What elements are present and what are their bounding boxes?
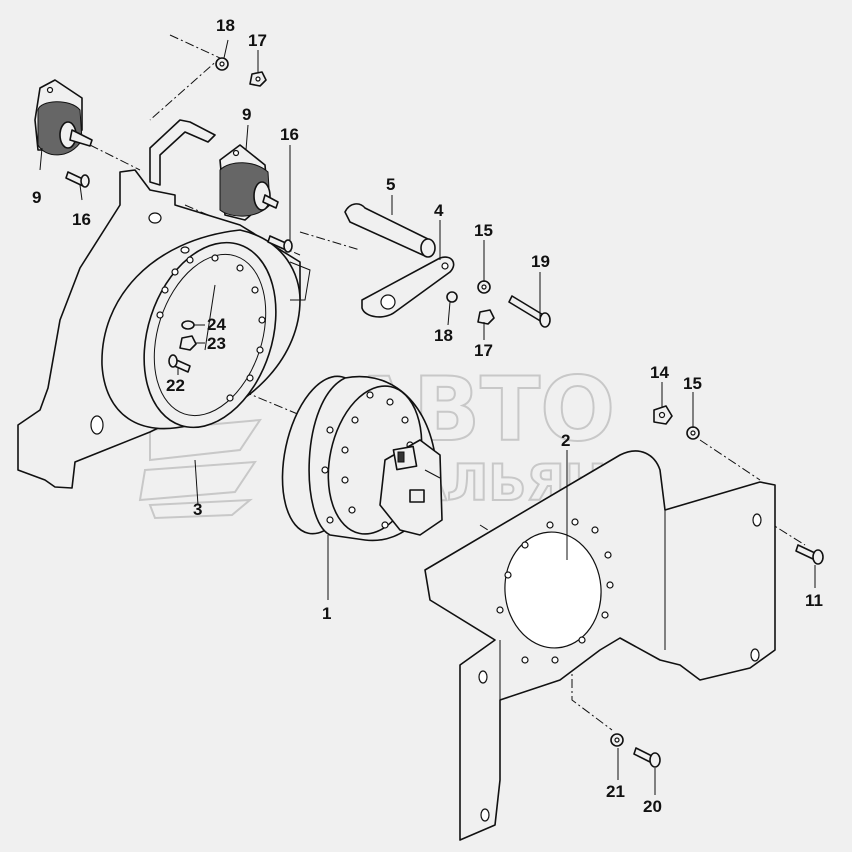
nut-14	[653, 405, 673, 425]
washer-24	[181, 320, 195, 330]
bolt-11	[795, 544, 824, 565]
nut-23	[179, 335, 197, 351]
callout-23: 23	[207, 334, 226, 353]
part-3-mounting-plate	[17, 169, 311, 489]
part-4-link-plate	[361, 256, 455, 318]
part-9-rubber-mount-left	[34, 79, 93, 156]
callout-labels: 18 17 9 16 9 16 5 4 15 19 18 17 24 23 22…	[32, 16, 823, 816]
watermark-logo-icon	[138, 418, 262, 520]
washer-15-mid	[477, 280, 491, 294]
plate-bolt-holes	[156, 254, 266, 402]
callout-3: 3	[193, 500, 202, 519]
callout-5: 5	[386, 175, 395, 194]
bolt-20	[633, 747, 661, 768]
callout-15-right: 15	[683, 374, 702, 393]
callout-21: 21	[606, 782, 625, 801]
callout-16-left: 16	[72, 210, 91, 229]
bolt-19	[508, 295, 551, 328]
part-9-rubber-mount-right	[219, 144, 279, 221]
part-1-drive-motor	[281, 375, 443, 542]
leader-lines	[39, 39, 816, 795]
callout-17-top: 17	[248, 31, 267, 50]
bolt-16-right	[267, 235, 293, 253]
bolt-22	[168, 354, 191, 373]
callout-9-right: 9	[242, 105, 251, 124]
part-5-pin	[344, 203, 436, 258]
callout-9-left: 9	[32, 188, 41, 207]
bracket-bolt-circle	[496, 518, 614, 664]
part-2-support-bracket	[424, 450, 776, 841]
callout-17-mid: 17	[474, 341, 493, 360]
washer-18-top	[215, 57, 229, 71]
callout-20: 20	[643, 797, 662, 816]
callout-11: 11	[805, 591, 823, 610]
washer-21	[610, 733, 624, 747]
nut-17-mid	[477, 309, 495, 325]
callout-2: 2	[561, 431, 570, 450]
washer-18-mid	[446, 291, 458, 303]
callout-19: 19	[531, 252, 550, 271]
callout-4: 4	[434, 201, 444, 220]
washer-15-right	[686, 426, 700, 440]
callout-14: 14	[650, 363, 669, 382]
callout-24: 24	[207, 315, 226, 334]
callout-16-right: 16	[280, 125, 299, 144]
callout-15-mid: 15	[474, 221, 493, 240]
callout-22: 22	[166, 376, 185, 395]
bolt-16-left	[65, 171, 90, 188]
nut-17-top	[249, 71, 267, 87]
upper-bracket	[149, 119, 216, 186]
callout-1: 1	[322, 604, 331, 623]
callout-18-mid: 18	[434, 326, 453, 345]
callout-18-top: 18	[216, 16, 235, 35]
